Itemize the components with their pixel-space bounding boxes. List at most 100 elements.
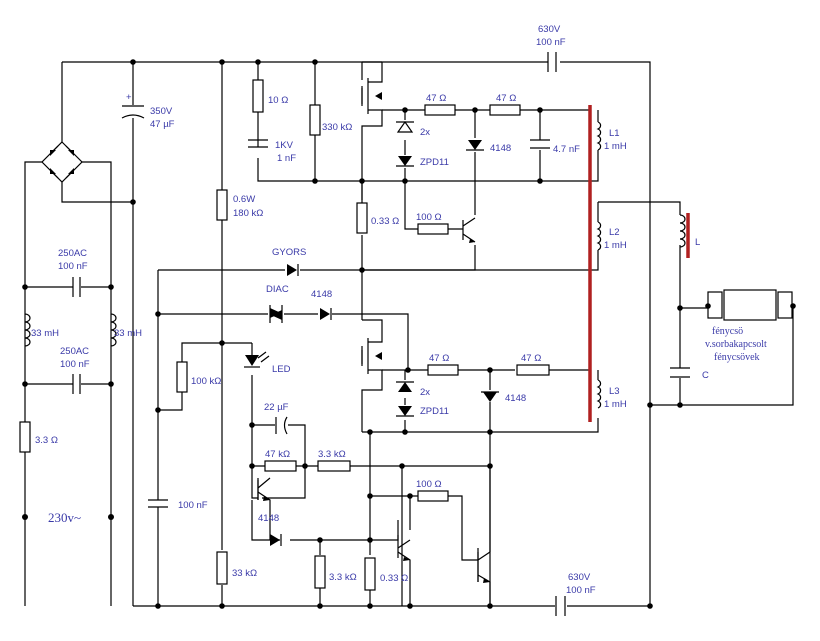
resistor-100ohm-bottom: 100 Ω xyxy=(416,479,449,502)
l2-value: 1 mH xyxy=(604,240,627,251)
r180k-value: 180 kΩ xyxy=(233,208,263,219)
r3k3b-label: 3.3 kΩ xyxy=(329,572,357,583)
r100k-label: 100 kΩ xyxy=(191,376,221,387)
diode-4148-bottom: 4148 xyxy=(481,391,526,404)
l3-name: L3 xyxy=(609,386,620,397)
resistor-0-33ohm-top: 0.33 Ω xyxy=(356,202,399,234)
diode-low-label: 4148 xyxy=(258,513,279,524)
inductor-33mh-left: 33 mH xyxy=(24,313,59,347)
r033-bot-label: 0.33 Ω xyxy=(380,573,408,584)
zener-top-count: 2x xyxy=(420,127,430,138)
capacitor-100nf-left: 100 nF xyxy=(148,499,208,511)
c-lamp-label: C xyxy=(702,370,709,381)
resistor-180k: 0.6W 180 kΩ xyxy=(216,189,263,221)
r47d-label: 47 Ω xyxy=(521,353,541,364)
diac-label: DIAC xyxy=(266,284,289,295)
svg-text:+: + xyxy=(126,92,132,103)
fluorescent-lamp: fénycsö v.sorbakapcsolt fénycsövek xyxy=(705,289,793,363)
c1kv-voltage: 1KV xyxy=(275,140,294,151)
inductor-l2: L2 1 mH xyxy=(596,221,627,251)
zener-bot-count: 2x xyxy=(420,387,430,398)
capacitor-250ac-top: 250AC 100 nF xyxy=(58,248,88,297)
diode-gyors: GYORS xyxy=(272,247,306,276)
transistor-bottom-a xyxy=(397,535,410,561)
lamp-label-3: fénycsövek xyxy=(714,352,760,363)
inductor-l3: L3 1 mH xyxy=(596,379,627,410)
resistor-3-3ohm: 3.3 Ω xyxy=(19,421,58,453)
r3k3a-label: 3.3 kΩ xyxy=(318,449,346,460)
r47a-label: 47 Ω xyxy=(426,93,446,104)
cap250a-value: 100 nF xyxy=(58,261,88,272)
inductor-33mh-right: 33 mH xyxy=(110,313,142,347)
r100-bot-label: 100 Ω xyxy=(416,479,442,490)
capacitor-4-7nf: 4.7 nF xyxy=(530,139,580,155)
capacitor-22uf: 22 µF xyxy=(264,402,289,435)
resistor-47ohm-c: 47 Ω xyxy=(427,353,459,376)
lamp-label-1: fénycsö xyxy=(712,326,743,337)
resistor-47k: 47 kΩ xyxy=(264,449,297,472)
bulk-cap-value: 47 µF xyxy=(150,119,175,130)
resistor-47ohm-d: 47 Ω xyxy=(516,353,550,376)
cap-bot-voltage: 630V xyxy=(568,572,591,583)
diode-mid-label: 4148 xyxy=(311,289,332,300)
led: LED xyxy=(244,351,291,375)
r33k-label: 33 kΩ xyxy=(232,568,257,579)
resistor-100ohm-top: 100 Ω xyxy=(416,212,449,235)
resistor-33k: 33 kΩ xyxy=(216,551,257,585)
r33-label: 3.3 Ω xyxy=(35,435,58,446)
mosfet-bottom xyxy=(361,346,382,366)
gyors-label: GYORS xyxy=(272,247,306,258)
diode-4148-top: 4148 xyxy=(466,140,511,154)
wires xyxy=(24,61,794,607)
transistor-top xyxy=(462,217,476,243)
bridge-rectifier xyxy=(41,141,83,183)
lamp-label-2: v.sorbakapcsolt xyxy=(705,339,767,350)
capacitor-1kv: 1KV 1 nF xyxy=(248,139,296,164)
capacitor-250ac-bottom: 250AC 100 nF xyxy=(60,346,90,394)
l3-value: 1 mH xyxy=(604,399,627,410)
cap250b-voltage: 250AC xyxy=(60,346,89,357)
resistor-47ohm-a: 47 Ω xyxy=(424,93,456,116)
led-label: LED xyxy=(272,364,291,375)
r180k-power: 0.6W xyxy=(233,194,255,205)
r100-top-label: 100 Ω xyxy=(416,212,442,223)
cap250b-value: 100 nF xyxy=(60,359,90,370)
r47k-label: 47 kΩ xyxy=(265,449,290,460)
l1-value: 1 mH xyxy=(604,141,627,152)
l33-left-label: 33 mH xyxy=(31,328,59,339)
l33-right-label: 33 mH xyxy=(114,328,142,339)
cap250a-voltage: 250AC xyxy=(58,248,87,259)
transistor-bottom-b xyxy=(477,548,490,583)
resistor-3-3k-a: 3.3 kΩ xyxy=(317,449,351,472)
l2-name: L2 xyxy=(609,227,620,238)
r47b-label: 47 Ω xyxy=(496,93,516,104)
r47c-label: 47 Ω xyxy=(429,353,449,364)
diode-4148-low: 4148 xyxy=(258,513,282,546)
r033-top-label: 0.33 Ω xyxy=(371,216,399,227)
mains-terminals: 230v~ xyxy=(22,510,114,525)
zener-diodes-top: 2x ZPD11 xyxy=(396,120,449,168)
c1kv-value: 1 nF xyxy=(277,153,296,164)
mains-label: 230v~ xyxy=(48,510,81,525)
mosfet-top xyxy=(361,86,382,106)
c22u-label: 22 µF xyxy=(264,402,289,413)
l1-name: L1 xyxy=(609,128,620,139)
r330k-label: 330 kΩ xyxy=(322,122,352,133)
inductor-l1: L1 1 mH xyxy=(596,121,627,152)
cap-bot-value: 100 nF xyxy=(566,585,596,596)
capacitor-630v-bottom: 630V 100 nF xyxy=(555,572,596,616)
r10-label: 10 Ω xyxy=(268,95,288,106)
diac: DIAC xyxy=(266,284,289,323)
bulk-cap-voltage: 350V xyxy=(150,106,173,117)
resistor-3-3k-b: 3.3 kΩ xyxy=(314,555,357,589)
c100n-left-label: 100 nF xyxy=(178,500,208,511)
c47nf-label: 4.7 nF xyxy=(553,144,580,155)
resistor-10ohm: 10 Ω xyxy=(252,79,288,113)
transistor-left xyxy=(257,480,270,501)
resistor-47ohm-b: 47 Ω xyxy=(489,93,521,116)
choke-label: L xyxy=(695,237,700,248)
zener-bot-type: ZPD11 xyxy=(420,406,449,417)
cap-top-value: 100 nF xyxy=(536,37,566,48)
zener-diodes-bottom: 2x ZPD11 xyxy=(396,381,449,417)
